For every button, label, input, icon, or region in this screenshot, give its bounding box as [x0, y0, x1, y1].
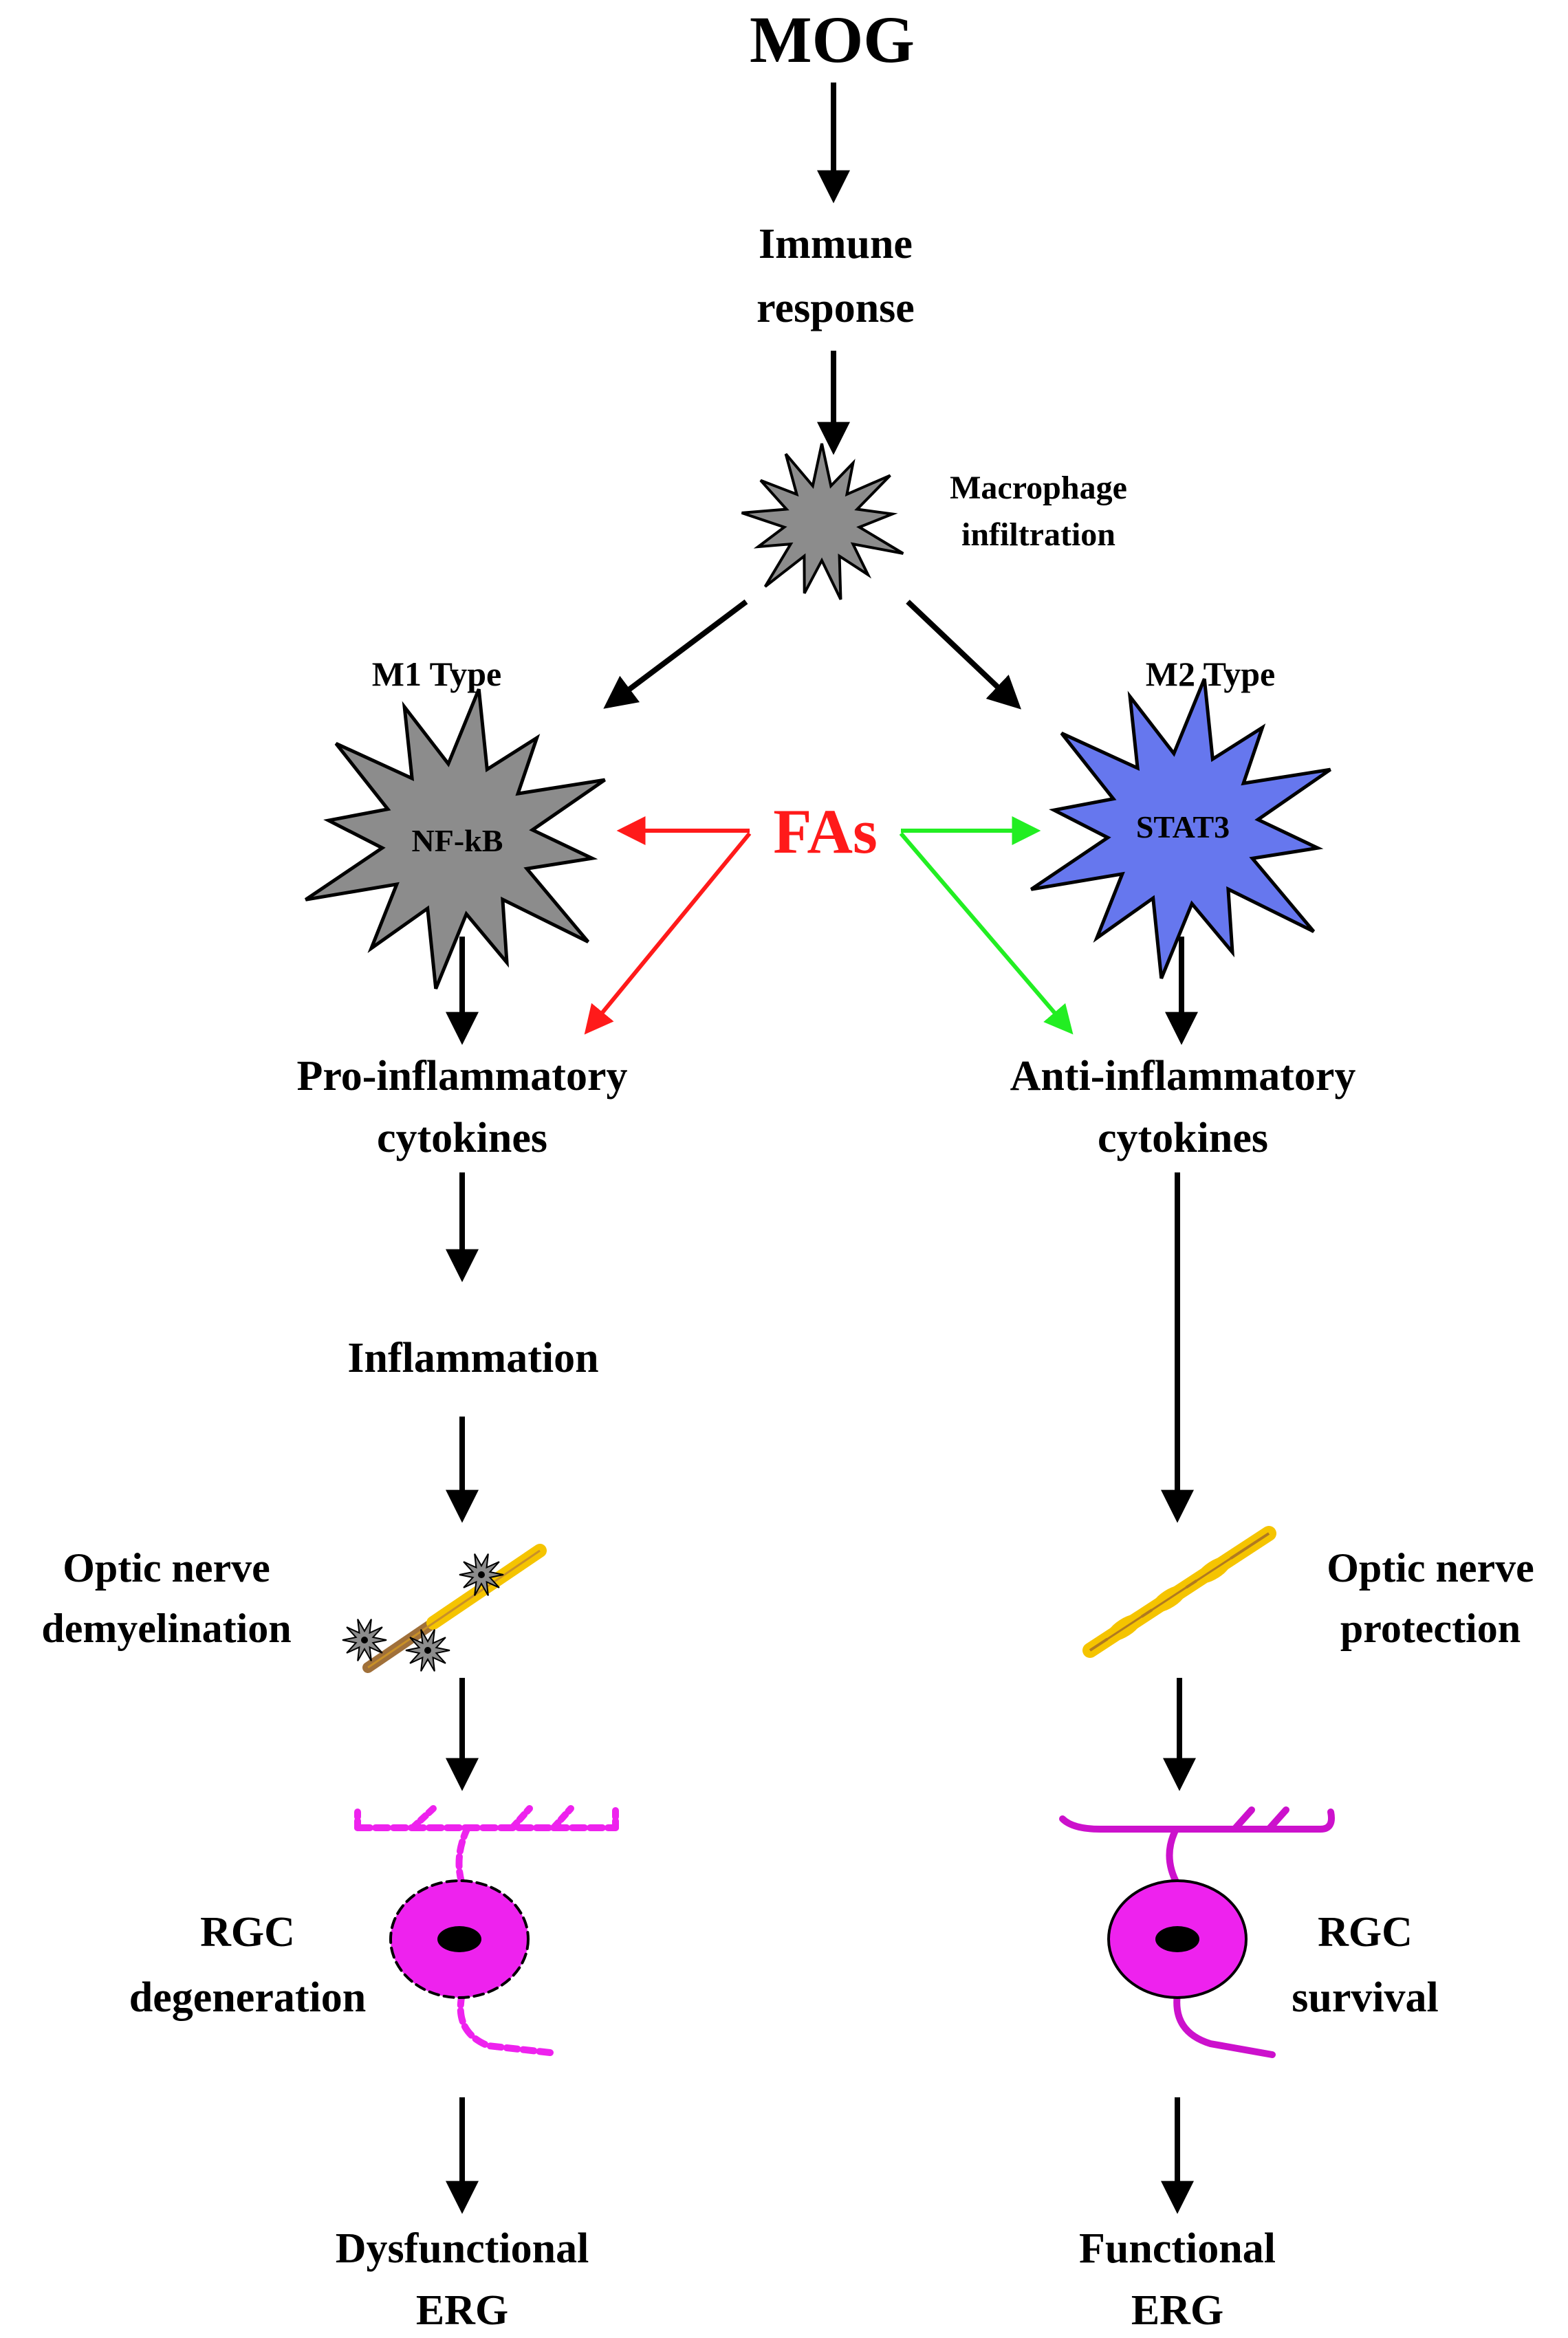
- optic-nerve-demyelination-label-1: Optic nerve: [63, 1545, 270, 1591]
- functional-erg-label-1: Functional: [1079, 2225, 1276, 2272]
- optic-nerve-protection-label-2: protection: [1340, 1606, 1521, 1651]
- anti-inflammatory-label-1: Anti-inflammatory: [1010, 1053, 1356, 1100]
- arrow-macrophage-to-m2: [906, 600, 1021, 710]
- macrophage-label-2: infiltration: [961, 516, 1115, 553]
- nf-kb-label: NF-kB: [412, 823, 503, 858]
- fas-activate-anti-cytokines-arrow: [899, 832, 1074, 1035]
- dysfunctional-erg-label-2: ERG: [416, 2287, 508, 2334]
- m2-macrophage-icon: [1030, 678, 1331, 979]
- macrophage-label-1: Macrophage: [950, 470, 1127, 506]
- anti-inflammatory-label-2: cytokines: [1098, 1115, 1268, 1161]
- title-mog: MOG: [750, 3, 915, 76]
- optic-nerve-protection-label-1: Optic nerve: [1327, 1545, 1534, 1591]
- functional-erg-label-2: ERG: [1131, 2287, 1223, 2334]
- demyelinated-optic-nerve-icon: [342, 1544, 547, 1673]
- fas-label: FAs: [773, 796, 878, 866]
- arrow-macrophage-to-m1: [603, 599, 748, 709]
- pro-inflammatory-label-2: cytokines: [377, 1115, 547, 1161]
- pro-inflammatory-label-1: Pro-inflammatory: [297, 1053, 628, 1100]
- m1-macrophage-icon: [305, 688, 606, 990]
- rgc-degeneration-label-2: degeneration: [129, 1974, 366, 2021]
- immune-response-label-2: response: [756, 285, 915, 331]
- m2-type-label: M2 Type: [1146, 655, 1275, 693]
- healthy-optic-nerve-icon: [1082, 1526, 1276, 1658]
- immune-response-label-1: Immune: [759, 221, 913, 267]
- rgc-degeneration-label-1: RGC: [200, 1909, 295, 1956]
- degenerating-rgc-icon: [354, 1805, 619, 2056]
- dysfunctional-erg-label-1: Dysfunctional: [336, 2225, 589, 2272]
- rgc-survival-label-1: RGC: [1318, 1909, 1413, 1956]
- optic-nerve-demyelination-label-2: demyelination: [41, 1606, 291, 1651]
- macrophage-cell-icon: [741, 443, 904, 600]
- m1-type-label: M1 Type: [372, 655, 501, 693]
- rgc-survival-label-2: survival: [1292, 1974, 1439, 2021]
- surviving-rgc-icon: [1059, 1806, 1335, 2058]
- fas-inhibit-pro-cytokines-arrow: [584, 832, 752, 1035]
- inflammation-label: Inflammation: [347, 1335, 598, 1381]
- stat3-label: STAT3: [1136, 809, 1230, 844]
